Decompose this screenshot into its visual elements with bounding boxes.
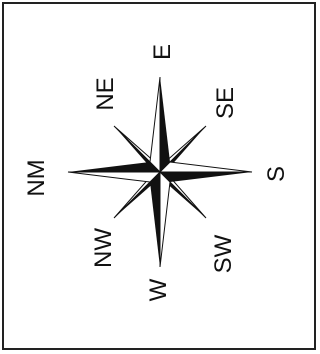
- compass-point-nm: [68, 162, 160, 182]
- label-sw: SW: [212, 235, 236, 274]
- compass-point-s: [160, 162, 252, 182]
- compass-point-w: [150, 172, 170, 267]
- compass-point-e: [150, 77, 170, 172]
- label-nm: NM: [25, 159, 49, 196]
- label-se: SE: [214, 87, 238, 119]
- label-w: W: [147, 279, 171, 302]
- label-ne: NE: [94, 77, 118, 110]
- label-nw: NW: [92, 228, 116, 268]
- label-e: E: [151, 44, 175, 60]
- label-s: S: [265, 166, 289, 182]
